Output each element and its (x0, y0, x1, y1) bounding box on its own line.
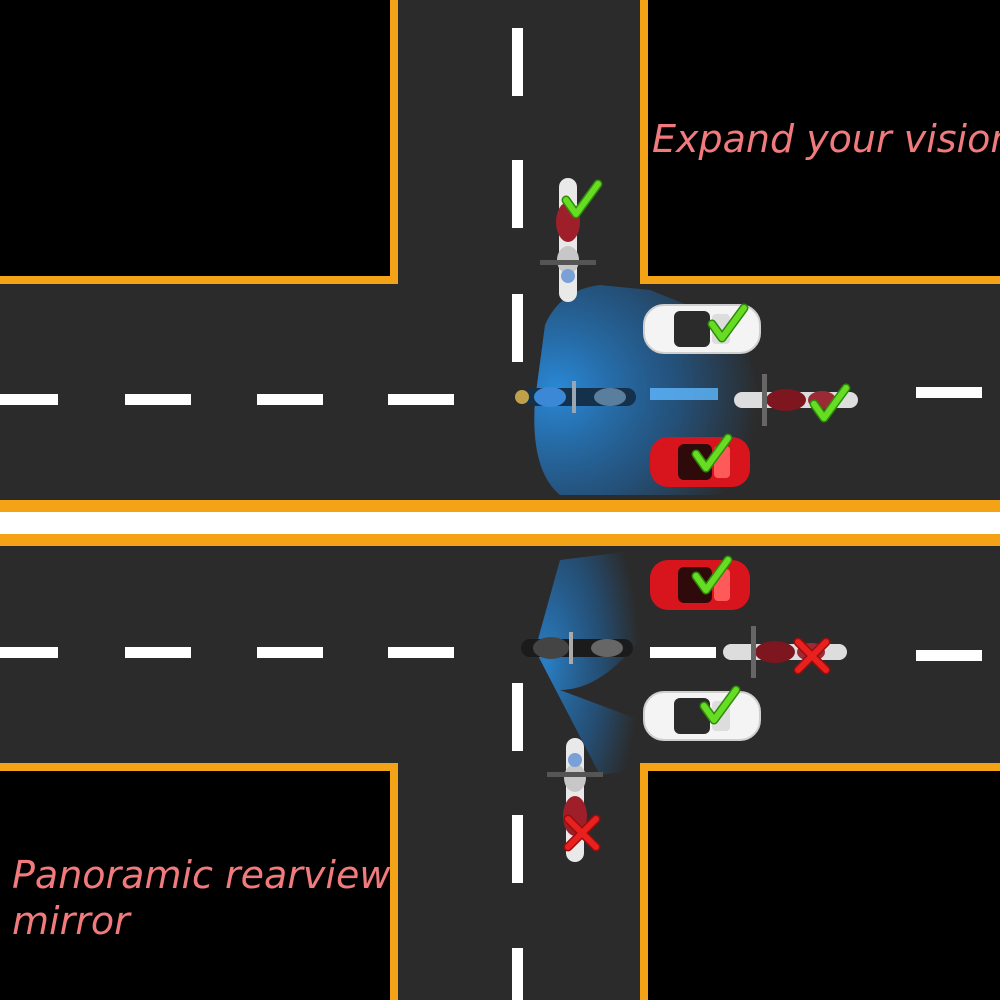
top-caption: Expand your vision (652, 117, 1000, 161)
lane-markings (0, 28, 982, 1000)
vision-zone-bottom (535, 550, 640, 775)
top-right-block (648, 0, 1000, 277)
top-left-block (0, 0, 390, 277)
light-beam (650, 388, 718, 400)
car-icon (643, 691, 761, 741)
motorcycle-icon (521, 632, 633, 664)
bottom-caption: Panoramic rearview mirror (12, 853, 391, 943)
upper-horizontal-road (0, 283, 1000, 500)
bottom-left-block (0, 771, 390, 1000)
bottom-right-block (648, 771, 1000, 1000)
motorcycle-icon (515, 381, 636, 413)
